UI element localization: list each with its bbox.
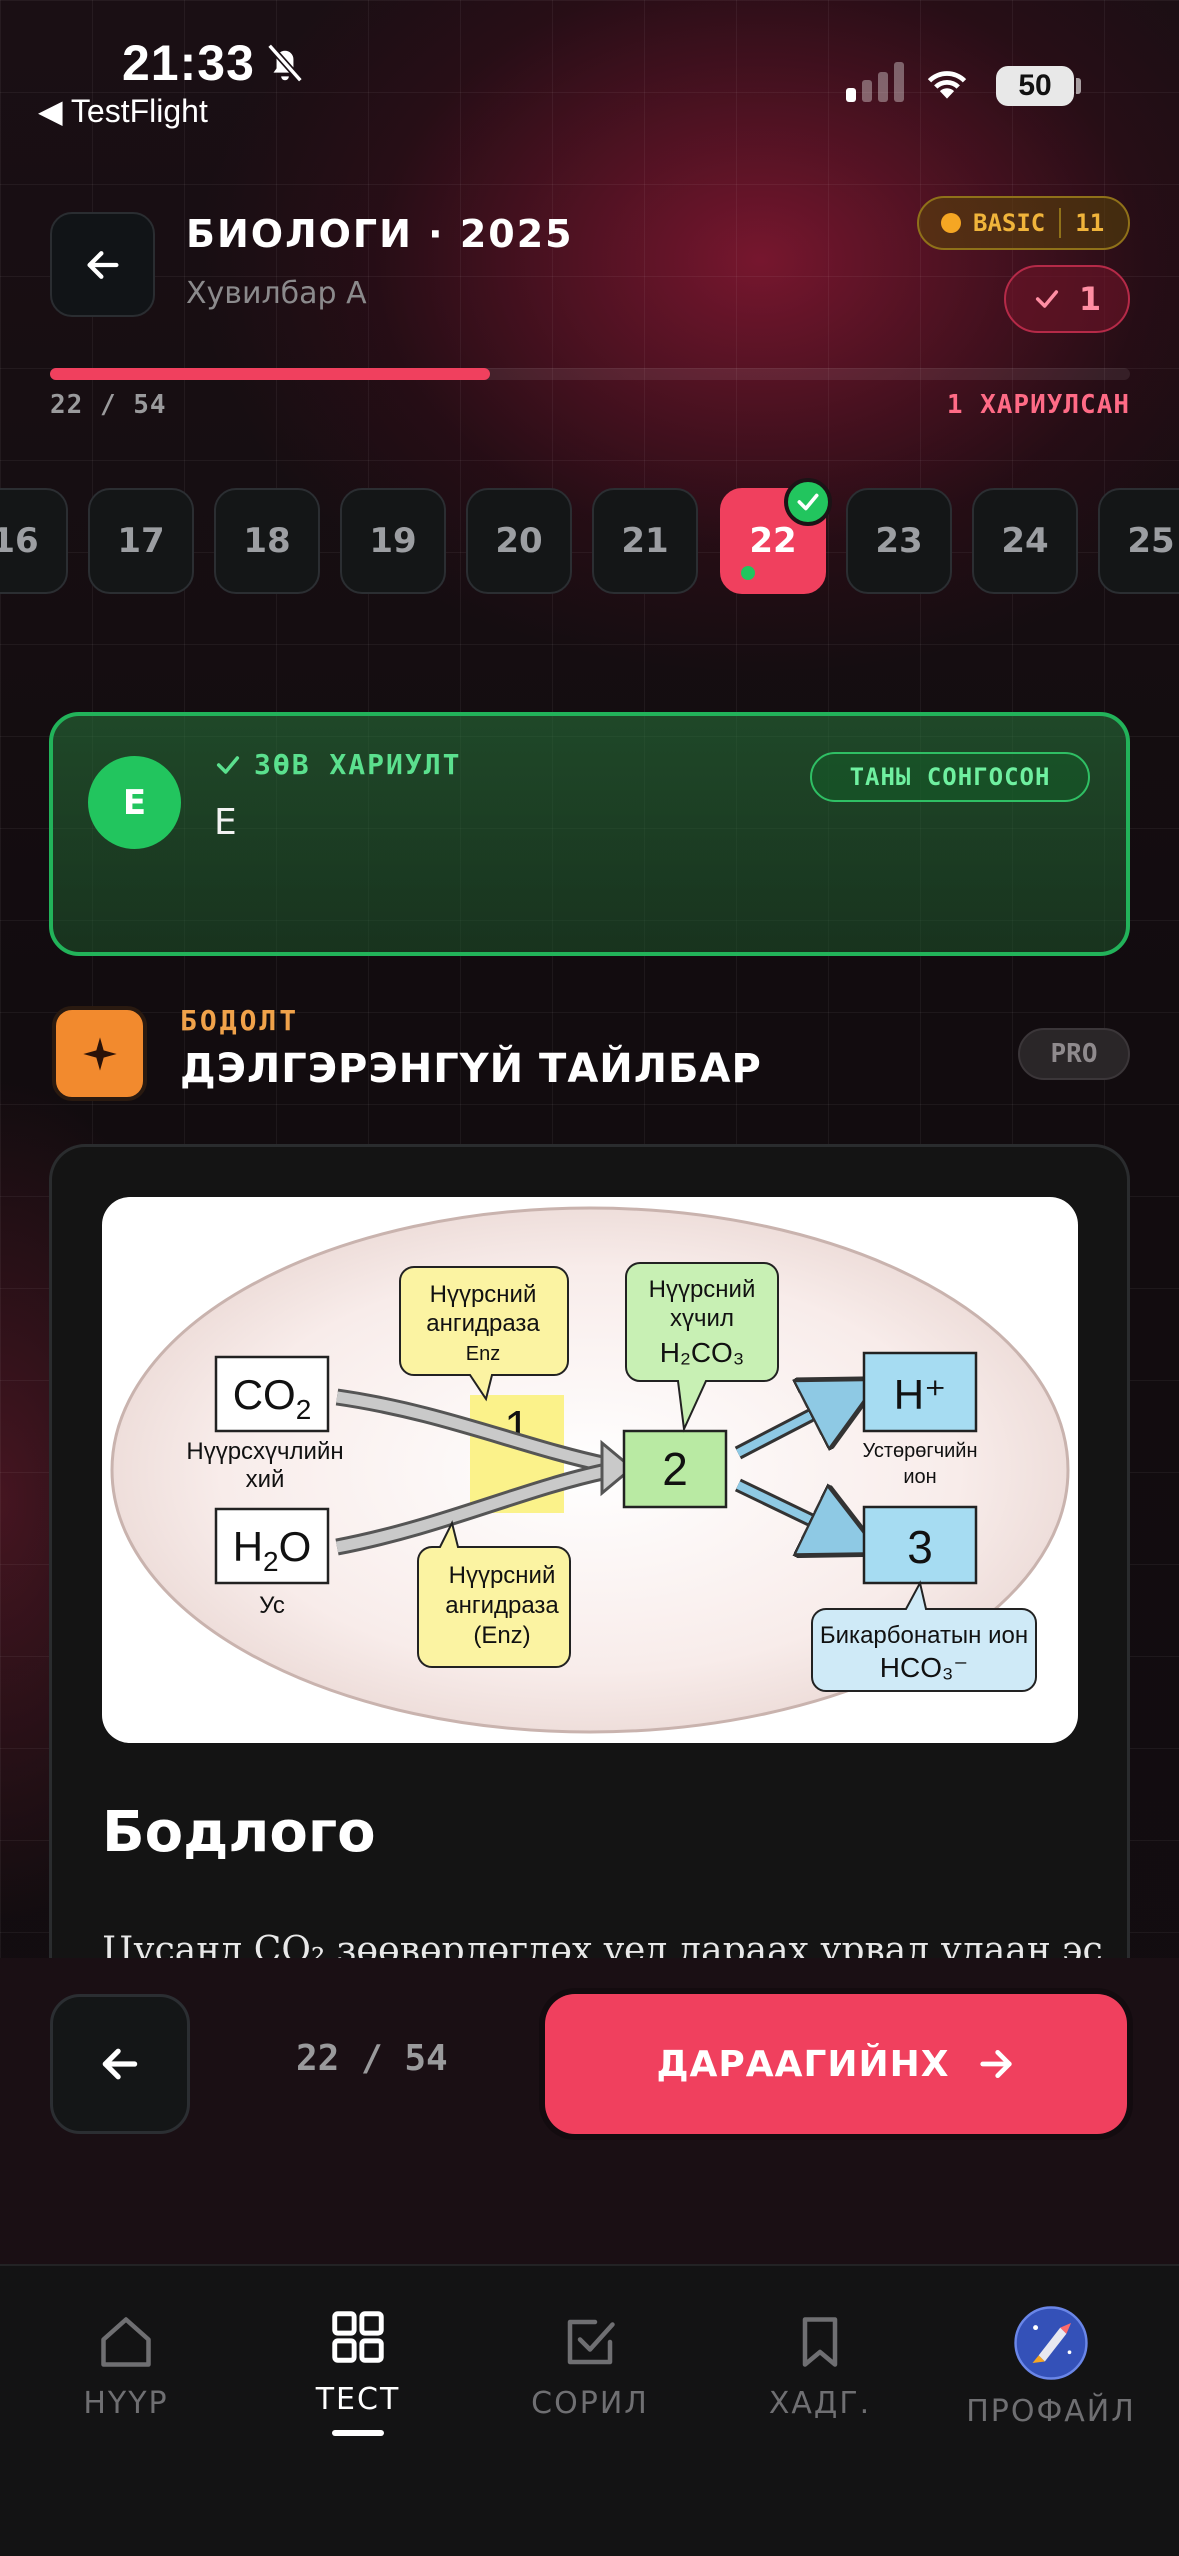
cellular-signal-icon: [846, 62, 904, 102]
svg-text:Нүүрсний: Нүүрсний: [649, 1276, 756, 1303]
question-number-20[interactable]: 20: [466, 488, 572, 594]
svg-text:(Enz): (Enz): [473, 1622, 530, 1649]
svg-text:Устөрөгчийн: Устөрөгчийн: [863, 1440, 978, 1462]
tab-home-label: НҮҮР: [83, 2386, 169, 2421]
question-number-23[interactable]: 23: [846, 488, 952, 594]
grid-icon: [332, 2311, 384, 2363]
arrow-left-icon: [87, 250, 119, 279]
checked-count: 1: [1078, 280, 1102, 318]
progress-fill: [50, 368, 490, 380]
svg-text:Нүүрсний: Нүүрсний: [430, 1281, 537, 1308]
question-number-18[interactable]: 18: [214, 488, 320, 594]
question-number-19[interactable]: 19: [340, 488, 446, 594]
svg-text:H⁺: H⁺: [894, 1371, 947, 1418]
tab-profile[interactable]: ПРОФАЙЛ: [951, 2306, 1151, 2429]
answered-check-icon: [784, 478, 832, 526]
svg-text:Enz: Enz: [466, 1343, 500, 1365]
correct-answer-heading-text: ЗӨВ ХАРИУЛТ: [254, 748, 462, 781]
pro-badge[interactable]: PRO: [1018, 1028, 1130, 1080]
step3-label: 3: [907, 1521, 933, 1573]
status-time: 21:33: [122, 35, 255, 91]
solution-title: ДЭЛГЭРЭНГҮЙ ТАЙЛБАР: [180, 1046, 762, 1092]
question-number-25[interactable]: 25: [1098, 488, 1179, 594]
avatar: [1014, 2306, 1088, 2380]
co2-caption-2: хий: [246, 1466, 285, 1493]
progress-text: 22 / 54: [50, 390, 167, 420]
answer-letter: E: [88, 756, 181, 849]
tab-soril-label: СОРИЛ: [531, 2386, 649, 2421]
bookmark-icon: [802, 2317, 838, 2367]
status-back-to-testflight[interactable]: ◀ TestFlight: [38, 93, 208, 129]
correct-answer-heading: ЗӨВ ХАРИУЛТ: [214, 748, 461, 781]
arrow-left-icon: [102, 2048, 138, 2080]
arrow-right-icon: [979, 2050, 1012, 2078]
check-icon: [216, 755, 240, 774]
step2-box: [622, 1429, 728, 1509]
battery-nub: [1076, 78, 1081, 94]
reaction-diagram[interactable]: CO2 Нүүрсхүчлийн хий H2O Ус 1 Нүүрсний а…: [102, 1197, 1078, 1743]
header-back-button[interactable]: [50, 212, 155, 317]
answer-text: E: [214, 802, 237, 843]
question-number-17[interactable]: 17: [88, 488, 194, 594]
solution-kicker: БОДОЛТ: [180, 1004, 300, 1037]
sparkle-icon: [52, 1006, 147, 1101]
checked-count-badge[interactable]: 1: [1004, 265, 1130, 333]
plan-dot-icon: [941, 213, 961, 233]
plan-count: 11: [1075, 209, 1105, 237]
question-number-24[interactable]: 24: [972, 488, 1078, 594]
wifi-icon: [927, 71, 967, 99]
svg-text:хүчил: хүчил: [670, 1305, 734, 1332]
tab-test[interactable]: ТЕСТ: [258, 2306, 458, 2417]
bell-muted-icon: [267, 43, 303, 83]
co2-box: [214, 1355, 330, 1433]
co2-caption: Нүүрсхүчлийн: [186, 1438, 343, 1465]
question-number-21[interactable]: 21: [592, 488, 698, 594]
svg-text:H2O: H2O: [233, 1523, 312, 1577]
svg-text:H₂CO₃: H₂CO₃: [660, 1337, 745, 1368]
svg-text:Нүүрсний: Нүүрсний: [449, 1562, 556, 1589]
svg-text:ангидраза: ангидраза: [426, 1310, 540, 1337]
battery-indicator: 50: [996, 66, 1074, 106]
question-counter: 22 / 54: [296, 2038, 448, 2079]
svg-text:ангидраза: ангидраза: [445, 1592, 559, 1619]
active-tab-underline: [332, 2430, 384, 2436]
svg-text:ион: ион: [903, 1466, 936, 1488]
svg-text:CO2: CO2: [233, 1371, 312, 1425]
answered-count: 1 ХАРИУЛСАН: [946, 390, 1130, 420]
h2o-box: [214, 1507, 330, 1585]
tab-profile-label: ПРОФАЙЛ: [966, 2394, 1136, 2429]
problem-heading: Бодлого: [102, 1800, 376, 1865]
plan-label: BASIC: [973, 209, 1046, 237]
tab-bar: [0, 2264, 1179, 2556]
plan-badge[interactable]: BASIC 11: [917, 196, 1130, 250]
next-button-label: ДАРААГИЙНХ: [656, 2043, 950, 2085]
h2o-caption: Ус: [259, 1592, 285, 1619]
svg-text:Бикарбонатын ион: Бикарбонатын ион: [820, 1622, 1028, 1649]
page-title: БИОЛОГИ · 2025: [186, 212, 574, 256]
next-button[interactable]: ДАРААГИЙНХ: [545, 1994, 1127, 2134]
variant-label: Хувилбар А: [186, 276, 367, 311]
previous-button[interactable]: [50, 1994, 190, 2134]
your-choice-badge: ТАНЫ СОНГОСОН: [810, 752, 1090, 802]
svg-text:HCO₃⁻: HCO₃⁻: [880, 1652, 968, 1683]
question-number-16[interactable]: 16: [0, 488, 68, 594]
tab-saved[interactable]: ХАДГ.: [720, 2312, 920, 2421]
correct-answer-card: [49, 712, 1130, 956]
hplus-box: [862, 1351, 978, 1433]
tab-soril[interactable]: СОРИЛ: [490, 2312, 690, 2421]
step3-box: [862, 1505, 978, 1585]
check-square-icon: [567, 2319, 615, 2365]
home-icon: [101, 2317, 151, 2367]
tab-home[interactable]: НҮҮР: [26, 2312, 226, 2421]
tab-test-label: ТЕСТ: [315, 2382, 401, 2417]
current-dot-icon: [741, 566, 755, 580]
tab-saved-label: ХАДГ.: [768, 2386, 872, 2421]
check-icon: [1035, 290, 1058, 308]
step2-label: 2: [662, 1443, 688, 1495]
plan-separator: [1059, 208, 1062, 238]
